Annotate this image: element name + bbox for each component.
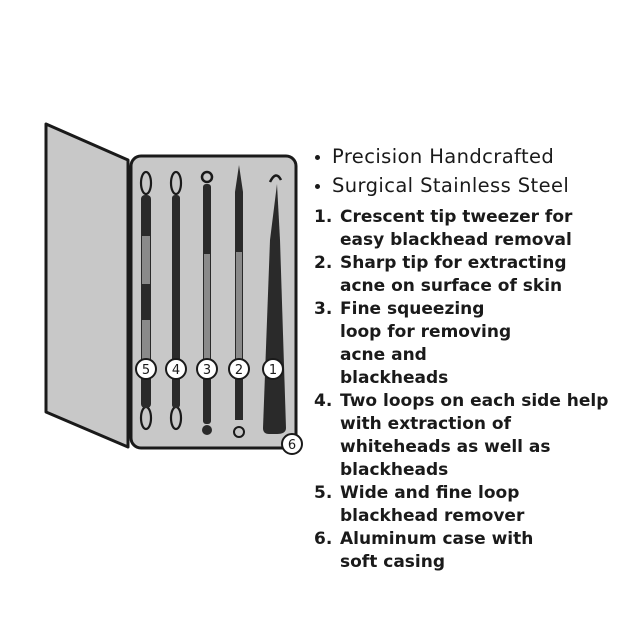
feature-text: Crescent tip tweezer for easy blackhead …: [340, 207, 573, 250]
svg-text:3: 3: [203, 363, 211, 378]
feature-number: 4.: [314, 391, 333, 411]
callout-2: 2: [228, 358, 250, 380]
tool-4-double-loop: [169, 170, 183, 431]
tool-2-sharp-tip: [233, 165, 245, 438]
feature-number: 2.: [314, 253, 333, 273]
feature-text: Wide and fine loop blackhead remover: [340, 483, 525, 526]
tool-3-squeezing-loop: [200, 170, 214, 435]
feature-item: 2. Sharp tip for extracting acne on surf…: [314, 252, 610, 298]
feature-list: 1. Crescent tip tweezer for easy blackhe…: [314, 206, 610, 574]
case-lid: [44, 122, 130, 449]
svg-text:5: 5: [142, 363, 150, 378]
feature-number: 5.: [314, 483, 333, 503]
feature-text: Aluminum case with soft casing: [340, 529, 534, 572]
feature-item: 1. Crescent tip tweezer for easy blackhe…: [314, 206, 610, 252]
tool-5-loop-remover: [139, 170, 153, 431]
bullet-item: Precision Handcrafted: [312, 142, 569, 171]
feature-number: 1.: [314, 207, 333, 227]
svg-text:2: 2: [235, 363, 243, 378]
bullet-item: Surgical Stainless Steel: [312, 171, 569, 200]
callout-4: 4: [165, 358, 187, 380]
feature-item: 6. Aluminum case with soft casing: [314, 528, 610, 574]
feature-item: 5. Wide and fine loop blackhead remover: [314, 482, 610, 528]
feature-number: 3.: [314, 299, 333, 319]
callout-1: 1: [262, 358, 284, 380]
highlight-bullets: Precision Handcrafted Surgical Stainless…: [312, 142, 569, 200]
feature-text: Sharp tip for extracting acne on surface…: [340, 253, 567, 296]
svg-text:6: 6: [288, 438, 296, 453]
callout-5: 5: [135, 358, 157, 380]
callout-3: 3: [196, 358, 218, 380]
feature-text: Two loops on each side help with extract…: [340, 391, 609, 480]
feature-text: Fine squeezing loop for removing acne an…: [340, 299, 512, 388]
feature-item: 4. Two loops on each side help with extr…: [314, 390, 610, 482]
feature-number: 6.: [314, 529, 333, 549]
svg-text:4: 4: [172, 363, 180, 378]
svg-text:1: 1: [269, 363, 277, 378]
callout-6: 6: [281, 433, 303, 455]
feature-item: 3. Fine squeezing loop for removing acne…: [314, 298, 610, 390]
